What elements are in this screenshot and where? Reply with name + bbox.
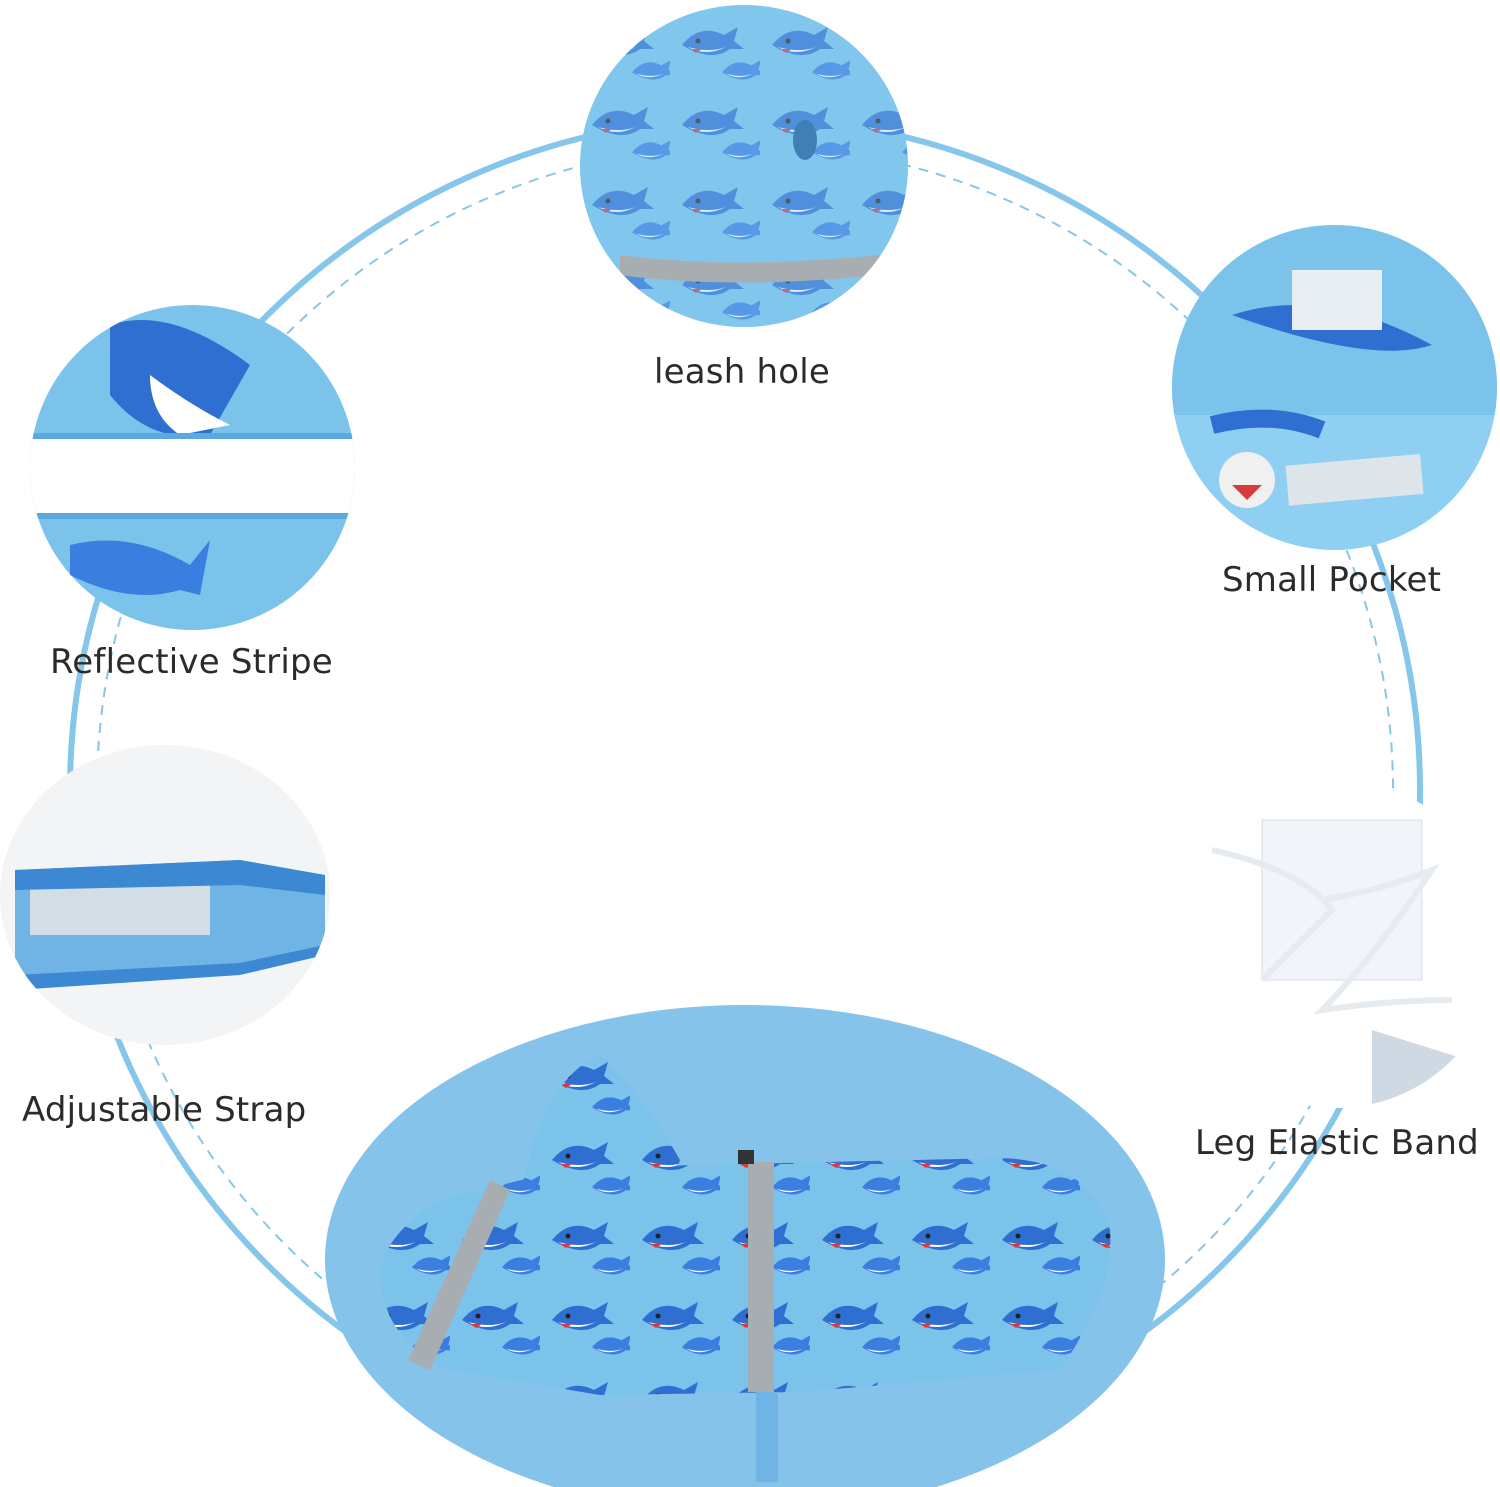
reflective-stripe-label: Reflective Stripe xyxy=(50,642,333,682)
adjustable-strap-label: Adjustable Strap xyxy=(22,1090,307,1130)
leash-hole-detail xyxy=(580,5,908,327)
leg-elastic-band-detail xyxy=(1172,780,1500,1108)
small-pocket-detail xyxy=(1172,225,1497,550)
reflective-stripe-detail xyxy=(30,305,355,630)
adjustable-strap-detail xyxy=(0,745,330,1045)
small-pocket-label: Small Pocket xyxy=(1222,560,1442,600)
leg-elastic-band-label: Leg Elastic Band xyxy=(1195,1123,1479,1163)
leash-hole-label: leash hole xyxy=(654,352,830,392)
